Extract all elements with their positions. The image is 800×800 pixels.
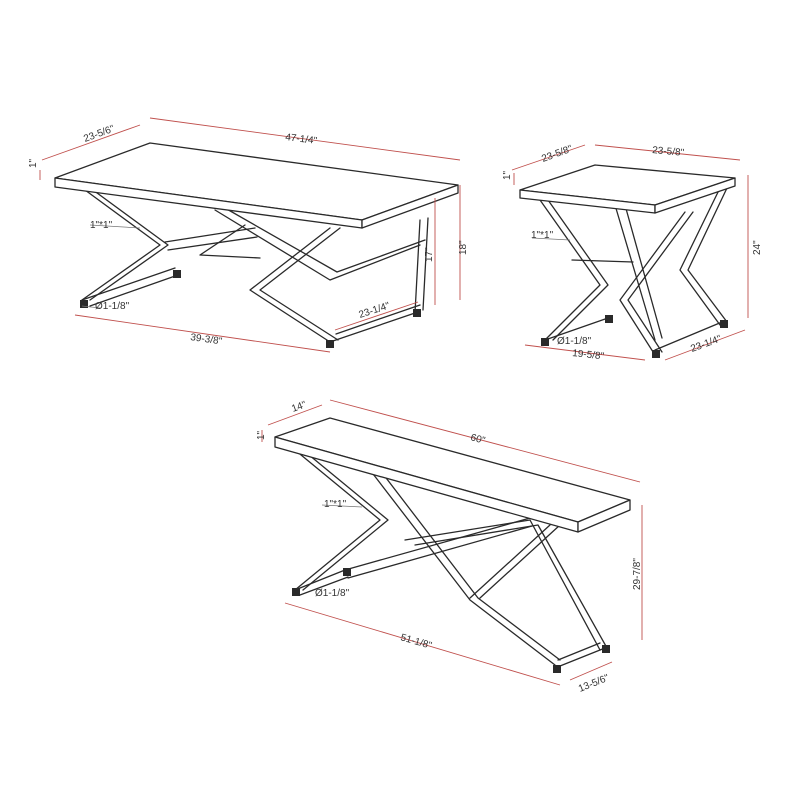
- end-top-thickness-label: 1": [502, 170, 513, 180]
- end-foot-1: [541, 338, 549, 346]
- coffee-table-top: [54, 142, 459, 229]
- console-base-length-label: 51-1/8": [399, 632, 433, 651]
- console-dimensions: [261, 399, 643, 686]
- coffee-table-frame: [81, 189, 429, 343]
- coffee-top-width-label: 47-1/4": [285, 132, 318, 147]
- coffee-base-length-label: 39-3/8": [190, 332, 224, 347]
- coffee-table: 23-5/6" 47-1/4" 1" 1"*1" 17" 18" Ø1-1/8"…: [28, 117, 469, 353]
- coffee-foot-2: [173, 270, 181, 278]
- coffee-foot-1: [80, 300, 88, 308]
- coffee-tube-size-label: 1"*1": [90, 220, 113, 231]
- console-top-depth-label: 14": [290, 399, 308, 415]
- console-table-frame: [294, 449, 608, 669]
- console-foot-1: [292, 588, 300, 596]
- console-table-top: [274, 417, 631, 533]
- end-dimensions: [511, 144, 749, 361]
- end-table-frame: [539, 187, 728, 356]
- console-tube-size-label: 1"*1": [324, 499, 347, 510]
- coffee-top-depth-label: 23-5/6": [82, 123, 116, 144]
- coffee-top-thickness-label: 1": [28, 158, 39, 168]
- end-table: 23-5/8" 23-5/8" 1" 1"*1" 24" Ø1-1/8" 19-…: [502, 143, 763, 362]
- console-table: 14" 60" 1" 1"*1" 29-7/8" Ø1-1/8" 51-1/8"…: [256, 399, 643, 694]
- console-foot-2: [343, 568, 351, 576]
- coffee-foot-3: [326, 340, 334, 348]
- end-foot-2: [605, 315, 613, 323]
- console-top-width-label: 60": [469, 432, 486, 447]
- end-base-length-label: 19-5/8": [572, 348, 605, 362]
- coffee-height-total-label: 18": [458, 240, 469, 255]
- coffee-foot-diameter-label: Ø1-1/8": [95, 301, 130, 312]
- end-top-depth-label: 23-5/8": [540, 143, 574, 164]
- coffee-foot-4: [413, 309, 421, 317]
- console-foot-3: [553, 665, 561, 673]
- end-tube-size-label: 1"*1": [531, 230, 554, 241]
- console-height-total-label: 29-7/8": [632, 558, 643, 590]
- end-base-depth-label: 23-1/4": [689, 333, 723, 354]
- console-foot-diameter-label: Ø1-1/8": [315, 588, 350, 599]
- coffee-base-depth-label: 23-1/4": [358, 300, 392, 320]
- coffee-dimensions: [39, 117, 461, 353]
- coffee-height-under-top-label: 17": [424, 247, 435, 262]
- console-base-depth-label: 13-5/6": [577, 672, 611, 694]
- end-height-total-label: 24": [752, 240, 763, 255]
- end-top-width-label: 23-5/8": [652, 145, 685, 159]
- end-foot-diameter-label: Ø1-1/8": [557, 336, 592, 347]
- console-foot-4: [602, 645, 610, 653]
- console-top-thickness-label: 1": [256, 430, 267, 440]
- end-foot-4: [720, 320, 728, 328]
- end-foot-3: [652, 350, 660, 358]
- end-table-top: [519, 164, 736, 214]
